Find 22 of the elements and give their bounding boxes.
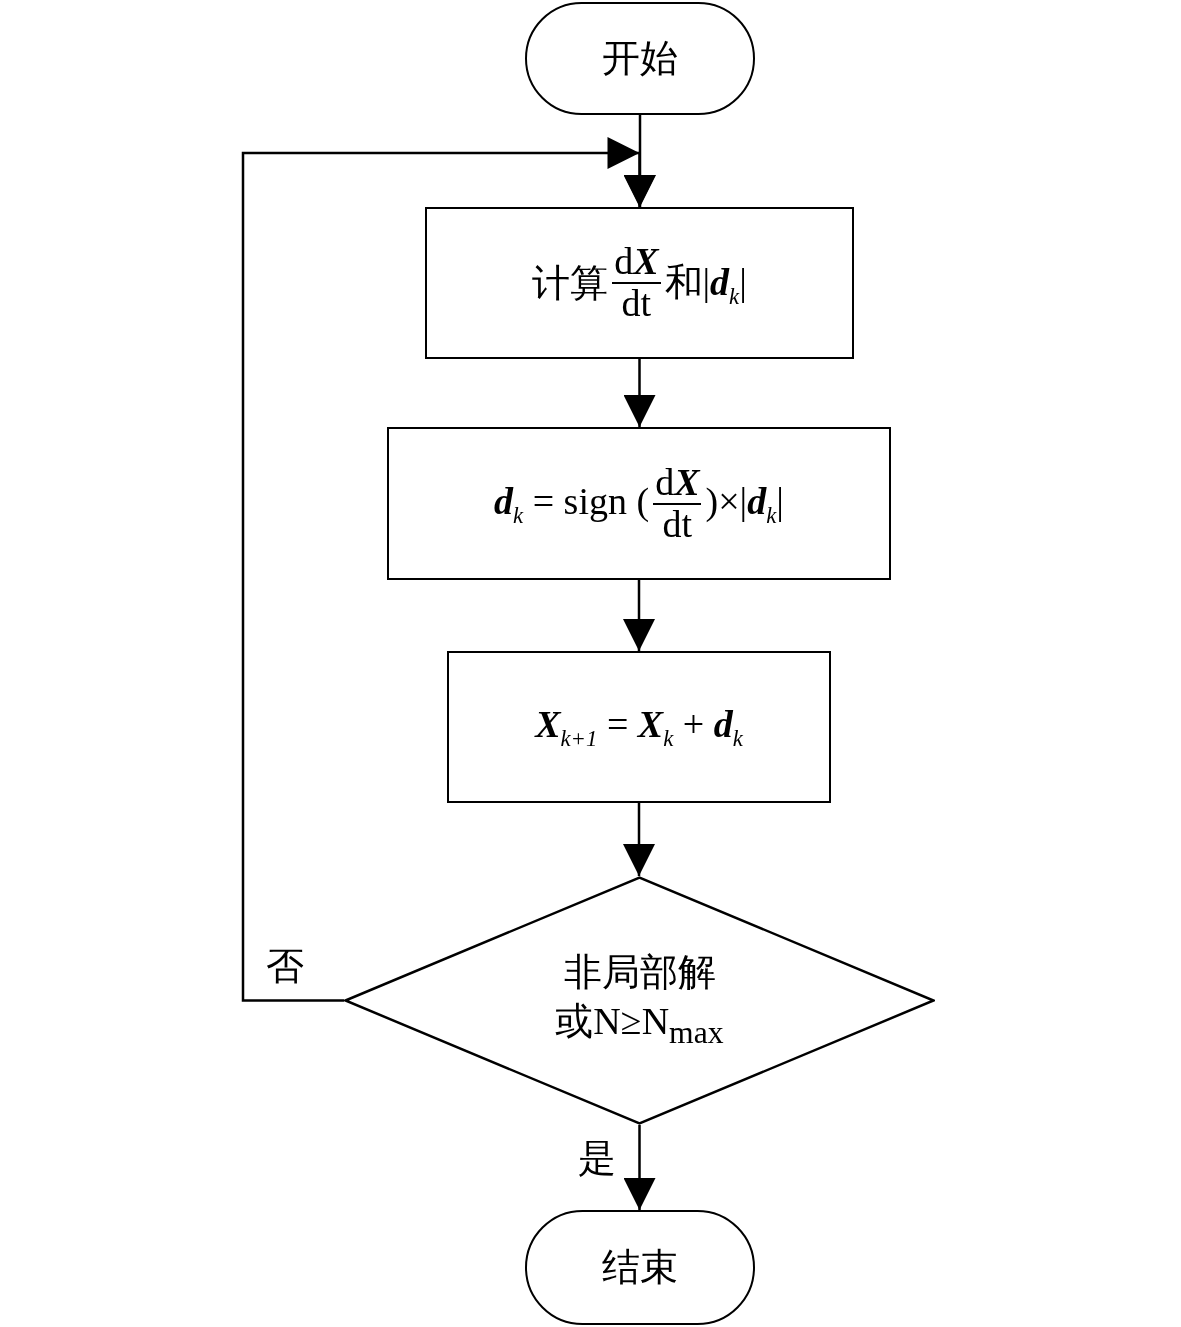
step-text: 计算 [532,260,609,306]
terminal-text: 结束 [602,1245,678,1290]
edge-label: 是 [577,1136,616,1181]
fraction-denominator: dt [621,284,652,324]
arrow [623,580,655,651]
fraction-numerator: dX [612,242,661,284]
arrow [241,137,656,1002]
arrow [623,803,655,876]
arrow [623,1125,656,1210]
process-box [387,427,891,580]
formula-text: d$_{k}$ = sign ( [494,478,650,529]
terminal-text: 开始 [602,36,678,81]
condition-text: 非局部解或N≥N$_{max}$ [554,949,725,1052]
formula-text: X$_{k+1}$ = X$_{k}$ + d$_{k}$ [535,702,743,752]
formula-text: )×|d$_{k}$| [705,478,784,529]
process-box [425,207,854,359]
fraction-numerator: dX [653,462,702,505]
arrow [623,359,656,427]
fraction-denominator: dt [662,504,693,545]
process-box [447,651,831,803]
formula-text: 和|d$_{k}$| [664,259,747,310]
edge-label: 否 [266,943,304,989]
